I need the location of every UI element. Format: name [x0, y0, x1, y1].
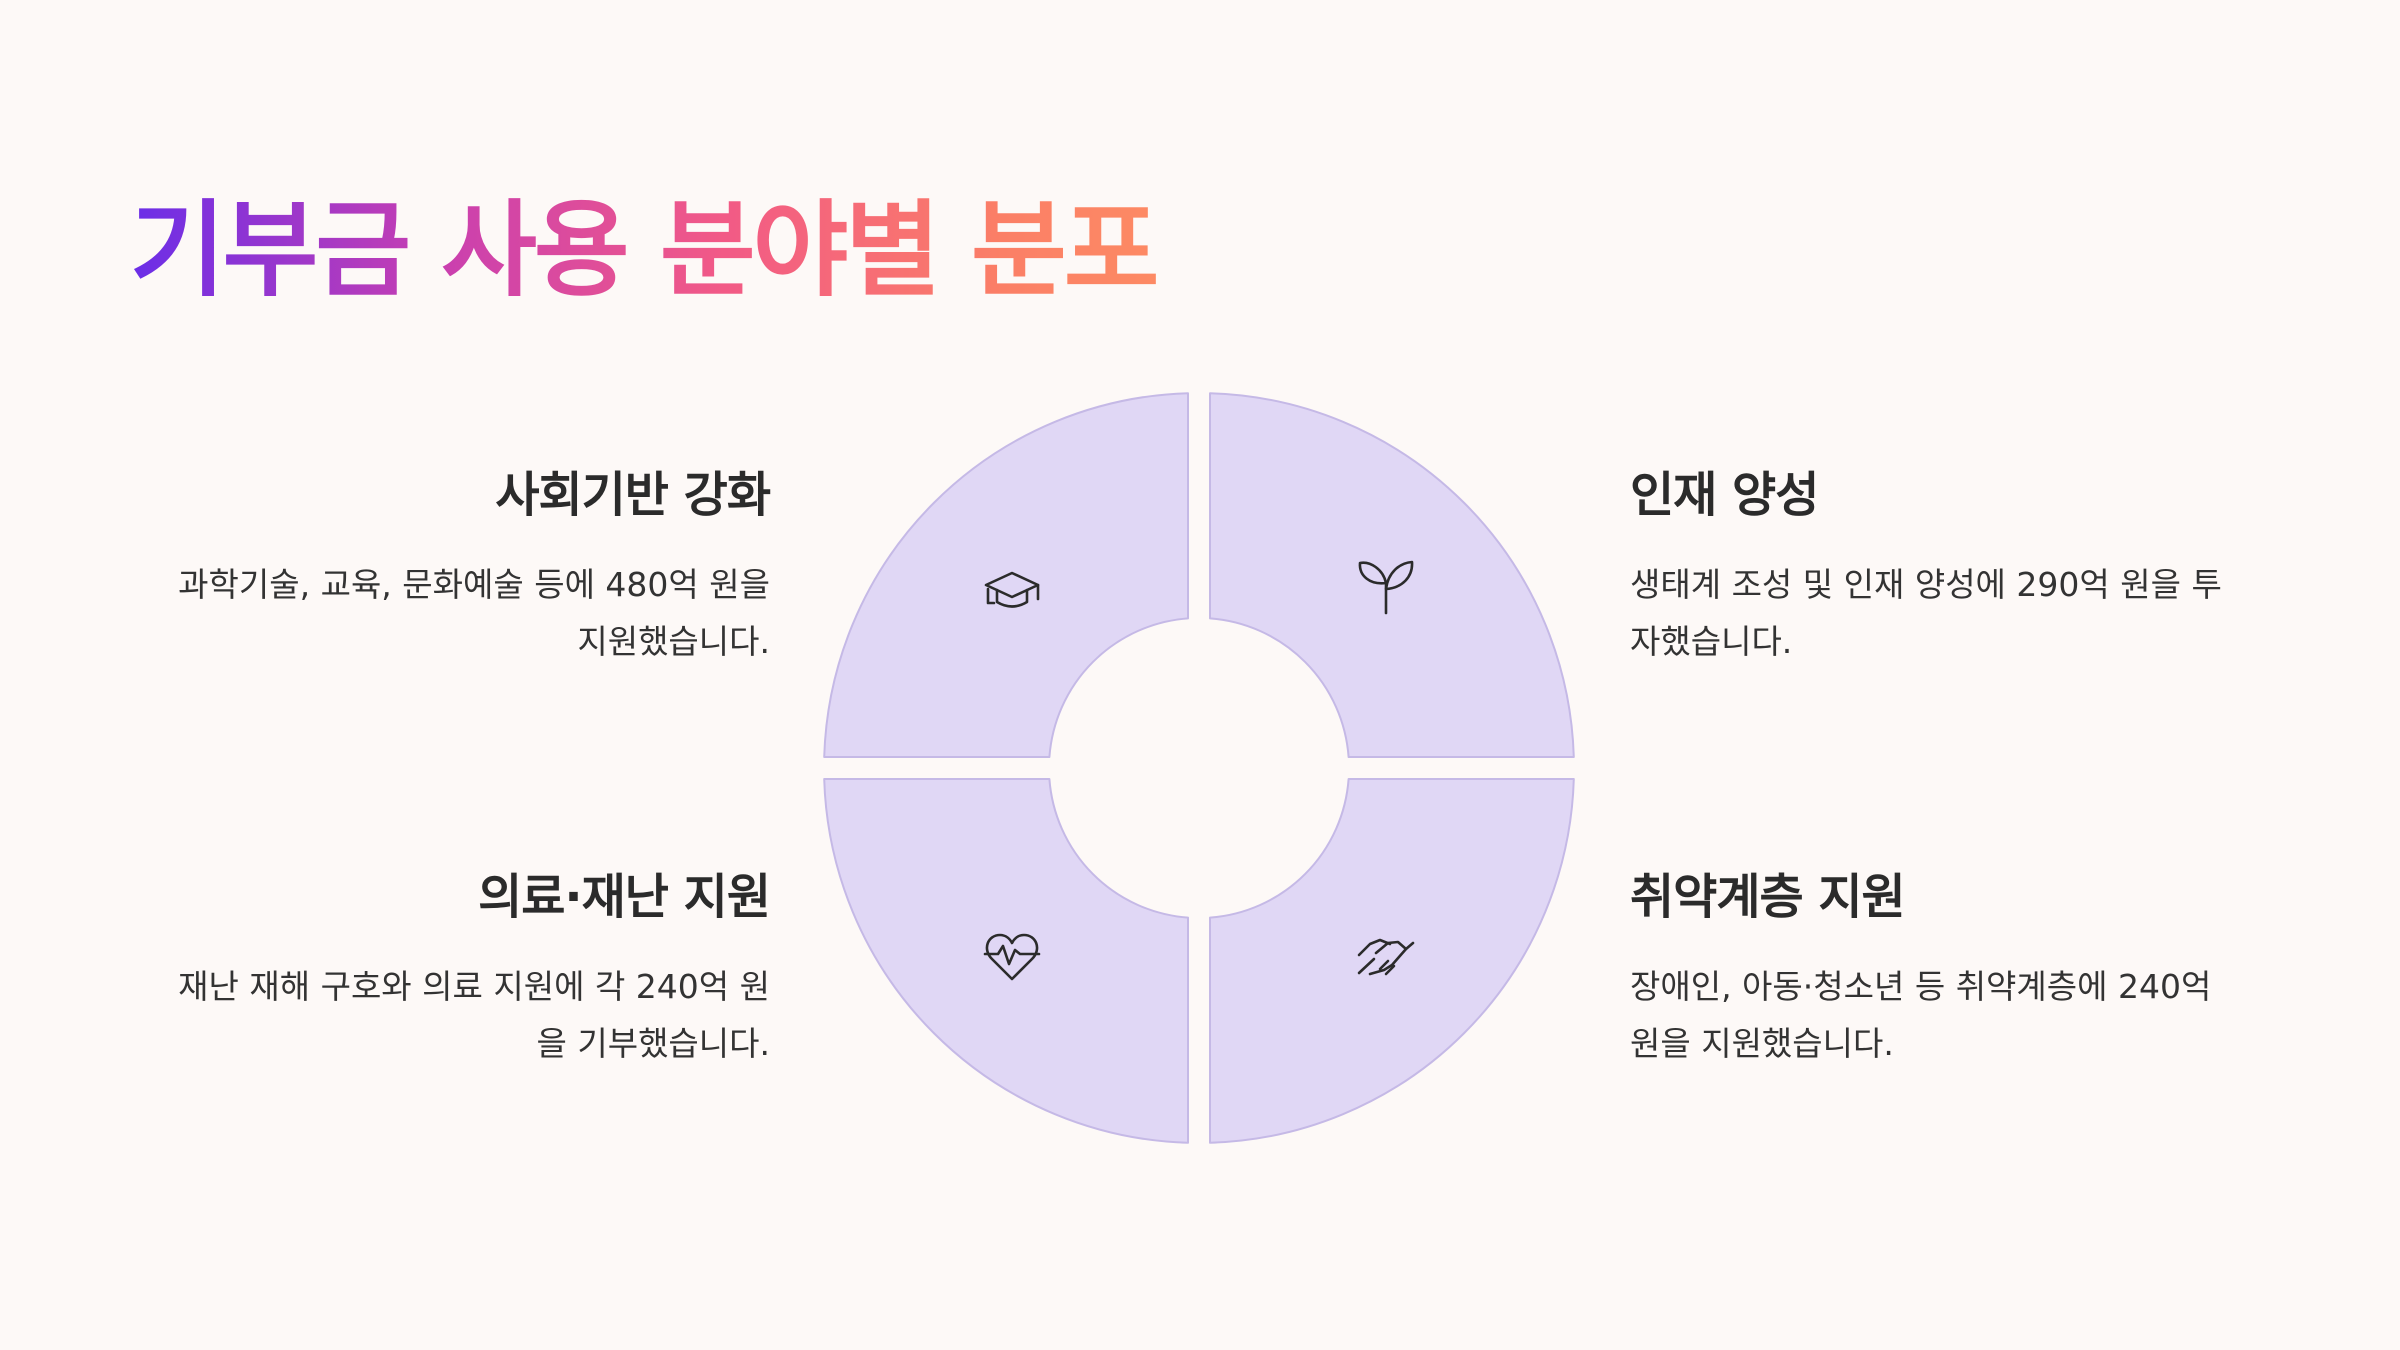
segment-heading: 인재 양성 [1630, 467, 1819, 523]
page-title: 기부금 사용 분야별 분포 [130, 185, 1159, 315]
segment-heading: 의료·재난 지원 [478, 869, 771, 925]
graduation-cap-icon [984, 571, 1040, 608]
segment-description: 재난 재해 구호와 의료 지원에 각 240억 원을 기부했습니다. [178, 967, 770, 1063]
segment-description: 과학기술, 교육, 문화예술 등에 480억 원을 지원했습니다. [178, 565, 770, 661]
segment-text-social-infrastructure: 사회기반 강화 과학기술, 교육, 문화예술 등에 480억 원을 지원했습니다… [160, 460, 771, 670]
segment-description: 생태계 조성 및 인재 양성에 290억 원을 투자했습니다. [1630, 565, 2222, 661]
segment-text-talent-development: 인재 양성 생태계 조성 및 인재 양성에 290억 원을 투자했습니다. [1630, 460, 2240, 670]
segment-vulnerable-groups-support [1209, 778, 1575, 1144]
sprout-icon [1358, 560, 1414, 615]
segment-description: 장애인, 아동·청소년 등 취약계층에 240억 원을 지원했습니다. [1630, 967, 2212, 1063]
heart-pulse-icon [983, 933, 1041, 981]
segment-heading: 취약계층 지원 [1630, 869, 1906, 925]
handshake-icon [1357, 938, 1415, 976]
segment-medical-disaster-support [823, 778, 1189, 1144]
segment-text-vulnerable-groups-support: 취약계층 지원 장애인, 아동·청소년 등 취약계층에 240억 원을 지원했습… [1630, 862, 2240, 1072]
segment-text-medical-disaster-support: 의료·재난 지원 재난 재해 구호와 의료 지원에 각 240억 원을 기부했습… [160, 862, 771, 1072]
segment-heading: 사회기반 강화 [495, 467, 771, 523]
